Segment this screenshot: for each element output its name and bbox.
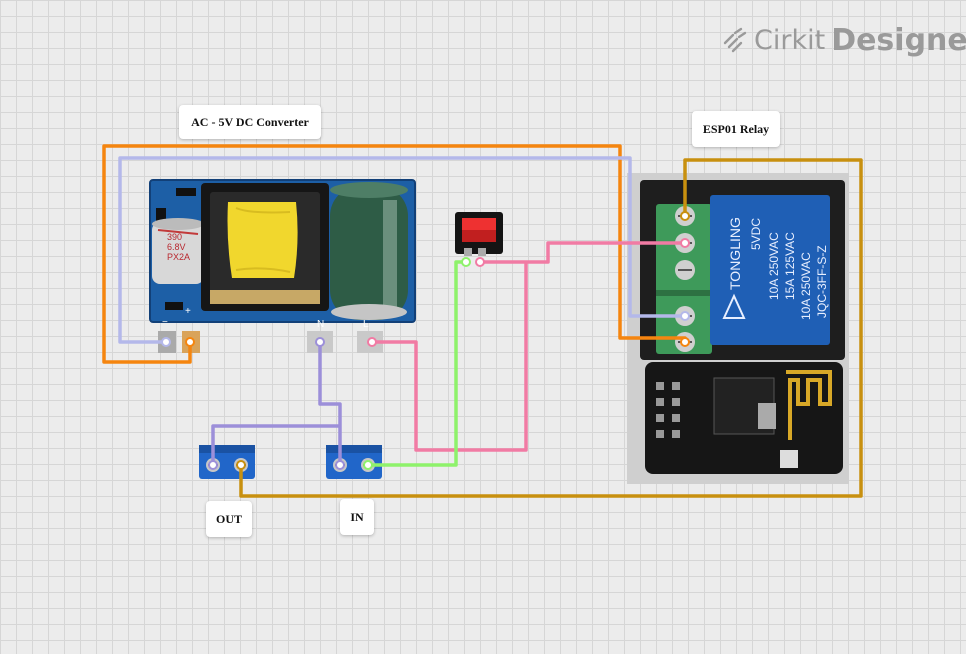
wire-endpoints — [161, 211, 690, 470]
relay-rating-2: 15A 125VAC — [783, 232, 797, 300]
cap-line-1: 390 — [167, 232, 182, 242]
smd-resistor — [156, 208, 166, 228]
label-converter: AC - 5V DC Converter — [179, 105, 321, 139]
esp01-relay-module[interactable]: TONGLING 5VDC 10A 250VAC 15A 125VAC 10A … — [627, 173, 849, 484]
wire-purple — [211, 340, 342, 467]
wire-gold — [239, 158, 863, 498]
label-out: OUT — [206, 501, 252, 537]
smd-resistor — [176, 188, 196, 196]
rocker-switch[interactable] — [455, 212, 503, 256]
ac-dc-converter[interactable]: 390 6.8V PX2A − + N L — [149, 179, 416, 353]
relay-model: JQC-3FF-S-Z — [815, 245, 829, 318]
terminal-block-out[interactable] — [199, 445, 255, 479]
label-relay: ESP01 Relay — [692, 111, 780, 147]
relay-terminal-nc[interactable] — [675, 260, 695, 280]
relay-rating-3: 10A 250VAC — [799, 252, 813, 320]
relay-brand: TONGLING — [727, 217, 743, 290]
cap-line-2: 6.8V — [167, 242, 186, 252]
pin-label-n: N — [317, 319, 324, 330]
esp01-board — [645, 362, 843, 474]
app-logo: Cirkit Designer — [722, 20, 966, 60]
pin-label-negative: − — [162, 317, 168, 328]
wire-orange — [102, 144, 687, 364]
relay-rating-1: 10A 250VAC — [767, 232, 781, 300]
logo-text-cirkit: Cirkit — [754, 24, 826, 56]
transformer — [201, 183, 329, 311]
relay-voltage: 5VDC — [749, 218, 763, 250]
logo-text-designer: Designer — [831, 22, 966, 58]
cap-line-3: PX2A — [167, 252, 190, 262]
cirkit-logo-icon — [723, 27, 747, 53]
relay-component: TONGLING 5VDC 10A 250VAC 15A 125VAC 10A … — [710, 195, 830, 345]
electrolytic-capacitor — [330, 182, 408, 320]
pin-label-positive: + — [185, 306, 191, 317]
small-capacitor: 390 6.8V PX2A — [152, 218, 204, 284]
terminal-block-in[interactable] — [326, 445, 382, 479]
label-in: IN — [340, 499, 374, 535]
wire-lavender — [118, 156, 687, 344]
pin-label-l: L — [363, 319, 369, 330]
smd-resistor — [165, 302, 183, 310]
wire-pink — [370, 241, 687, 452]
